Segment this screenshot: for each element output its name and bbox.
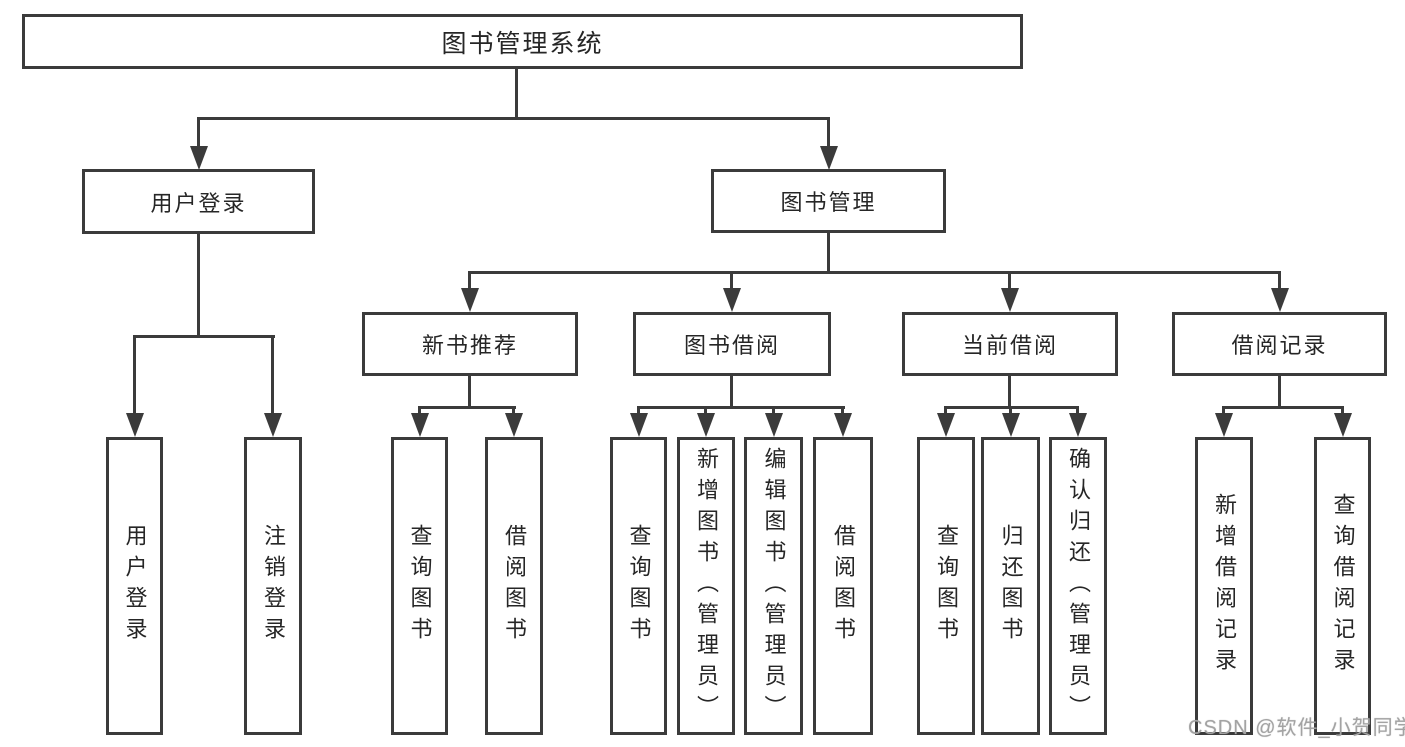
leaf-label: 用户登录: [122, 524, 148, 648]
leaf-return-book: 归还图书: [981, 437, 1040, 735]
connector-line: [730, 271, 733, 291]
connector-line: [197, 117, 830, 120]
connector-line: [1341, 406, 1344, 416]
arrowhead-down-icon: [834, 413, 852, 437]
connector-line: [827, 233, 830, 271]
connector-line: [468, 271, 471, 291]
leaf-edit-book-admin: 编辑图书（管理员）: [744, 437, 803, 735]
connector-line: [704, 406, 707, 416]
connector-line: [512, 406, 515, 416]
arrowhead-down-icon: [630, 413, 648, 437]
connector-line: [1222, 406, 1225, 416]
arrowhead-down-icon: [505, 413, 523, 437]
leaf-label: 编辑图书（管理员）: [761, 446, 787, 726]
arrowhead-down-icon: [1001, 288, 1019, 312]
connector-line: [133, 335, 136, 416]
leaf-query-book-2: 查询图书: [610, 437, 667, 735]
leaf-label: 新增借阅记录: [1212, 493, 1237, 679]
arrowhead-down-icon: [820, 146, 838, 170]
connector-line: [1008, 271, 1011, 291]
connector-line: [772, 406, 775, 416]
connector-line: [197, 234, 200, 335]
leaf-label: 确认归还（管理员）: [1066, 446, 1091, 726]
connector-line: [1076, 406, 1079, 416]
leaf-user-login: 用户登录: [106, 437, 163, 735]
connector-line: [637, 406, 845, 409]
leaf-query-borrow-record: 查询借阅记录: [1314, 437, 1371, 735]
node-book-management: 图书管理: [711, 169, 946, 233]
arrowhead-down-icon: [1215, 413, 1233, 437]
arrowhead-down-icon: [1002, 413, 1020, 437]
leaf-borrow-book-1: 借阅图书: [485, 437, 543, 735]
connector-line: [1009, 406, 1012, 416]
connector-line: [468, 271, 1281, 274]
leaf-borrow-book-2: 借阅图书: [813, 437, 873, 735]
connector-line: [1278, 271, 1281, 291]
connector-line: [418, 406, 421, 416]
leaf-label: 归还图书: [998, 524, 1024, 648]
connector-line: [515, 69, 518, 117]
connector-line: [841, 406, 844, 416]
leaf-logout: 注销登录: [244, 437, 302, 735]
arrowhead-down-icon: [126, 413, 144, 437]
arrowhead-down-icon: [697, 413, 715, 437]
leaf-label: 查询借阅记录: [1330, 493, 1356, 679]
connector-line: [730, 376, 733, 407]
root-node: 图书管理系统: [22, 14, 1023, 69]
leaf-query-book-1: 查询图书: [391, 437, 448, 735]
arrowhead-down-icon: [1271, 288, 1289, 312]
leaf-label: 借阅图书: [502, 524, 527, 648]
node-new-book-recommend: 新书推荐: [362, 312, 578, 376]
leaf-label: 新增图书（管理员）: [694, 446, 719, 726]
leaf-add-borrow-record: 新增借阅记录: [1195, 437, 1253, 735]
leaf-label: 借阅图书: [831, 524, 856, 648]
arrowhead-down-icon: [1069, 413, 1087, 437]
leaf-add-book-admin: 新增图书（管理员）: [677, 437, 735, 735]
connector-line: [1222, 406, 1344, 409]
node-book-borrow: 图书借阅: [633, 312, 831, 376]
arrowhead-down-icon: [461, 288, 479, 312]
leaf-label: 查询图书: [407, 524, 433, 648]
leaf-confirm-return-admin: 确认归还（管理员）: [1049, 437, 1107, 735]
connector-line: [133, 335, 275, 338]
arrowhead-down-icon: [264, 413, 282, 437]
arrowhead-down-icon: [937, 413, 955, 437]
leaf-query-book-3: 查询图书: [917, 437, 975, 735]
arrowhead-down-icon: [765, 413, 783, 437]
connector-line: [418, 406, 516, 409]
connector-line: [197, 117, 200, 147]
node-current-borrow: 当前借阅: [902, 312, 1118, 376]
connector-line: [637, 406, 640, 416]
node-user-login: 用户登录: [82, 169, 315, 234]
connector-line: [827, 117, 830, 147]
connector-line: [944, 406, 947, 416]
arrowhead-down-icon: [1334, 413, 1352, 437]
connector-line: [1008, 376, 1011, 407]
arrowhead-down-icon: [723, 288, 741, 312]
connector-line: [468, 376, 471, 407]
leaf-label: 查询图书: [626, 524, 652, 648]
connector-line: [271, 335, 274, 416]
node-borrow-record: 借阅记录: [1172, 312, 1387, 376]
leaf-label: 查询图书: [934, 524, 959, 648]
watermark: CSDN @软件_小贺同学: [1188, 717, 1405, 739]
leaf-label: 注销登录: [261, 524, 286, 648]
arrowhead-down-icon: [411, 413, 429, 437]
connector-line: [1278, 376, 1281, 407]
arrowhead-down-icon: [190, 146, 208, 170]
